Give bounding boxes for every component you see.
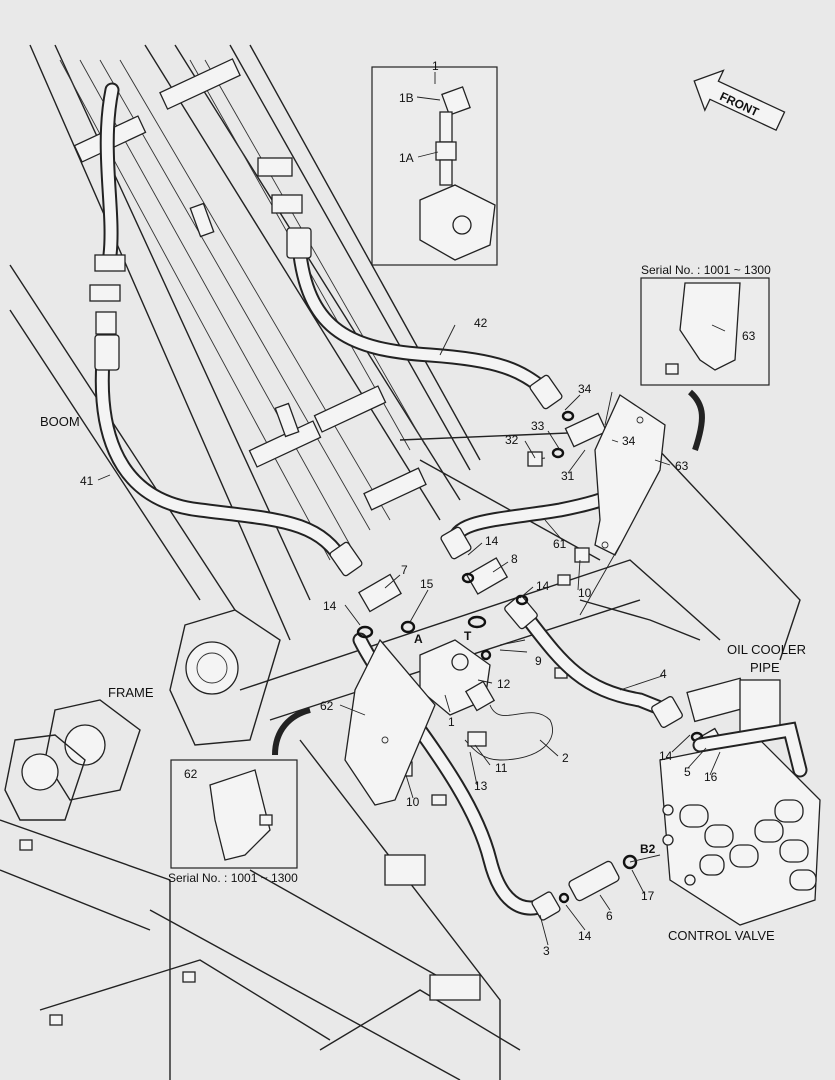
callout-61: 61	[553, 537, 567, 551]
callout-41: 41	[80, 474, 94, 488]
port-t-label: T	[464, 629, 472, 643]
callout-1b: 1B	[399, 91, 414, 105]
callout-32: 32	[505, 433, 519, 447]
hose-4	[517, 607, 673, 718]
callout-16: 16	[704, 770, 718, 784]
callout-10-b: 10	[406, 795, 420, 809]
callout-34-b: 34	[622, 434, 636, 448]
callout-63-inset: 63	[742, 329, 756, 343]
bracket-62	[344, 638, 436, 806]
leader-lines	[97, 72, 726, 946]
label-frame: FRAME	[108, 685, 154, 700]
serial-number-bottom: Serial No. : 1001 ~ 1300	[168, 871, 298, 885]
callout-14-d: 14	[659, 749, 673, 763]
callout-2: 2	[562, 751, 569, 765]
port-a-label: A	[414, 632, 423, 646]
oil-cooler-pipe	[686, 677, 808, 778]
callout-12: 12	[497, 677, 511, 691]
callout-11: 11	[495, 761, 508, 775]
callout-33: 33	[531, 419, 545, 433]
hose-41	[94, 82, 353, 573]
callout-1-lower: 1	[448, 715, 455, 729]
bracket-63	[594, 394, 666, 556]
callout-14-a: 14	[485, 534, 499, 548]
callout-5: 5	[684, 765, 691, 779]
label-boom: BOOM	[40, 414, 80, 429]
callout-17: 17	[641, 889, 655, 903]
callout-3: 3	[543, 944, 550, 958]
serial-number-top: Serial No. : 1001 ~ 1300	[641, 263, 771, 277]
callout-13: 13	[474, 779, 488, 793]
callout-1: 1	[432, 59, 439, 73]
label-control-valve: CONTROL VALVE	[668, 928, 775, 943]
label-oil-cooler: OIL COOLER	[727, 642, 806, 657]
inset-part-1	[371, 66, 498, 266]
inset-serial-bottom	[170, 707, 311, 869]
callout-14-b: 14	[536, 579, 550, 593]
callout-1a: 1A	[399, 151, 414, 165]
callout-14-e: 14	[578, 929, 592, 943]
label-oil-cooler-pipe: PIPE	[750, 660, 780, 675]
port-b2-label: B2	[640, 842, 656, 856]
callout-8: 8	[511, 552, 518, 566]
inset-serial-top	[640, 277, 770, 451]
frame-structure	[0, 429, 801, 1080]
front-arrow: FRONT	[693, 69, 786, 132]
callout-34-a: 34	[578, 382, 592, 396]
callouts: 1 1B 1A Serial No. : 1001 ~ 1300 63 42 3…	[40, 59, 806, 958]
callout-63: 63	[675, 459, 689, 473]
control-valve	[659, 739, 821, 926]
callout-4: 4	[660, 667, 667, 681]
callout-7: 7	[401, 563, 408, 577]
callout-15: 15	[420, 577, 434, 591]
wire-2	[464, 704, 553, 761]
callout-62: 62	[320, 699, 334, 713]
callout-6: 6	[606, 909, 613, 923]
callout-10-a: 10	[578, 586, 592, 600]
callout-14-c: 14	[323, 599, 337, 613]
callout-9: 9	[535, 654, 542, 668]
hose-42	[292, 247, 553, 398]
callout-42: 42	[474, 316, 488, 330]
callout-31: 31	[561, 469, 575, 483]
callout-62-inset: 62	[184, 767, 198, 781]
